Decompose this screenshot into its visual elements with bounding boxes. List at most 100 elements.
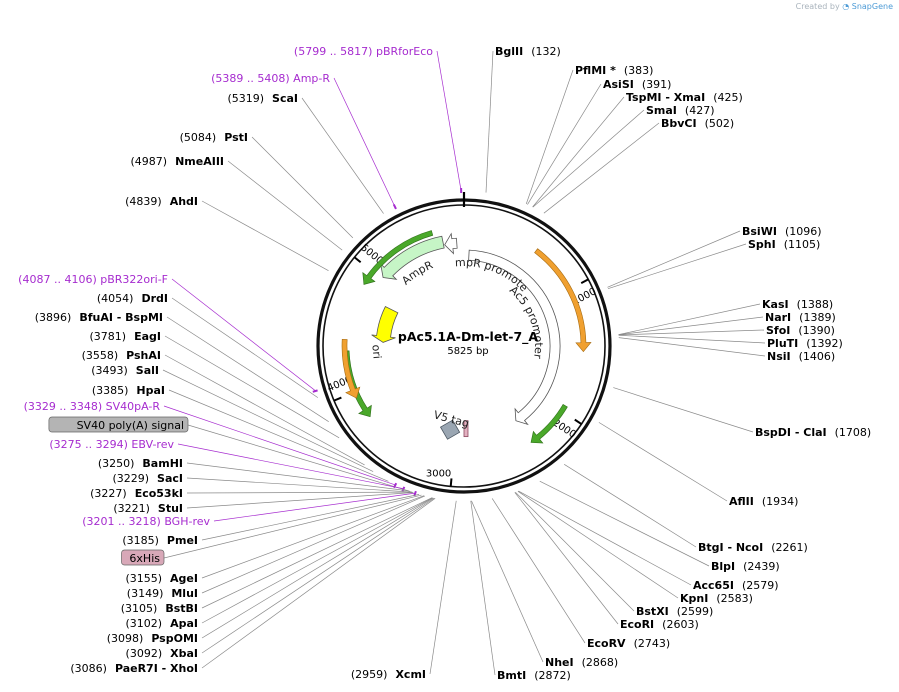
- enzyme-position: (5319): [227, 92, 264, 105]
- enzyme-label-bsiwi: BsiWI(1096): [742, 225, 822, 238]
- label-leader-line: [187, 424, 411, 492]
- enzyme-name: BtgI - NcoI: [698, 541, 763, 554]
- label-leader-line: [201, 495, 426, 594]
- enzyme-name: NarI: [765, 311, 791, 324]
- enzyme-leader-line: [518, 490, 692, 586]
- enzyme-label-xbai: (3092)XbaI: [126, 647, 198, 660]
- enzyme-label-pshai: (3558)PshAI: [82, 349, 161, 362]
- enzyme-label-bglii: BglII(132): [495, 45, 561, 58]
- primer-label-5389-5408-amp-r: (5389 .. 5408) Amp-R: [211, 72, 330, 85]
- enzyme-name: MluI: [171, 587, 198, 600]
- enzyme-position: (3221): [113, 502, 150, 515]
- enzyme-position: (3227): [90, 487, 127, 500]
- enzyme-label-ecori: EcoRI(2603): [620, 618, 699, 631]
- enzyme-label-pflmi: PflMI *(383): [575, 64, 653, 77]
- enzyme-position: (1934): [762, 495, 799, 508]
- enzyme-position: (3098): [107, 632, 144, 645]
- enzyme-label-nmeaiii: (4987) NmeAIII: [131, 155, 225, 168]
- enzyme-position: (391): [642, 78, 672, 91]
- enzyme-label-xcmi: (2959)XcmI: [351, 668, 426, 681]
- enzyme-position: (3781): [90, 330, 127, 343]
- tick-mark: [580, 278, 589, 285]
- enzyme-label-mlui: (3149)MluI: [127, 587, 198, 600]
- label-leader-line: [201, 200, 329, 272]
- enzyme-position: (3385): [92, 384, 129, 397]
- credit-brand: SnapGene: [851, 2, 893, 11]
- enzyme-label-acc65i: Acc65I(2579): [693, 579, 779, 592]
- enzyme-name: KasI: [762, 298, 789, 311]
- enzyme-position: (3092): [126, 647, 163, 660]
- enzyme-position: (2579): [742, 579, 779, 592]
- label-leader-line: [177, 443, 404, 490]
- credit-prefix: Created by: [795, 2, 840, 11]
- label-leader-line: [186, 491, 413, 494]
- enzyme-name: KpnI: [680, 592, 708, 605]
- enzyme-position: (4987): [131, 155, 168, 168]
- label-leader-line: [164, 335, 340, 439]
- enzyme-position: (3086): [70, 662, 107, 675]
- feature-ampr-arrow: [380, 235, 445, 280]
- enzyme-label-nari: NarI(1389): [765, 311, 836, 324]
- enzyme-label-drdi: (4054)DrdI: [97, 292, 168, 305]
- enzyme-name: SacI: [157, 472, 183, 485]
- enzyme-label-bamhi: (3250)BamHI: [98, 457, 183, 470]
- enzyme-name: AgeI: [170, 572, 198, 585]
- feature-label-6xhis: 6xHis: [129, 552, 160, 565]
- enzyme-label-bspdi-clai: BspDI - ClaI(1708): [755, 426, 871, 439]
- enzyme-name: StuI: [158, 502, 183, 515]
- label-leader-line: [168, 389, 389, 482]
- enzyme-name: BsiWI: [742, 225, 777, 238]
- label-leader-line: [333, 77, 396, 208]
- enzyme-label-bmti: BmtI(2872): [497, 669, 571, 682]
- primer-binding-arc: [530, 403, 568, 444]
- enzyme-label-paer7i-xhoi: (3086)PaeR7I - XhoI: [70, 662, 198, 675]
- enzyme-name: BspDI - ClaI: [755, 426, 827, 439]
- enzyme-position: (1105): [784, 238, 821, 251]
- label-leader-line: [301, 97, 384, 214]
- feature-box-6xhis: [121, 549, 165, 566]
- enzyme-label-eco53ki: (3227) Eco53kI: [90, 487, 183, 500]
- enzyme-leader-line: [607, 243, 747, 290]
- enzyme-leader-line: [618, 329, 765, 336]
- tick-mark: [574, 418, 582, 425]
- primer-label-3329-3348-sv40pa-r: (3329 .. 3348) SV40pA-R: [24, 400, 161, 413]
- tick-label: 3000: [426, 468, 451, 479]
- label-leader-line: [171, 297, 319, 398]
- enzyme-label-aflii: AflII(1934): [729, 495, 798, 508]
- enzyme-leader-line: [563, 463, 697, 548]
- enzyme-label-nsii: NsiI(1406): [767, 350, 835, 363]
- enzyme-position: (502): [705, 117, 735, 130]
- plasmid-length: 5825 bp: [447, 346, 488, 357]
- enzyme-position: (2439): [743, 560, 780, 573]
- enzyme-name: NmeAIII: [175, 155, 224, 168]
- enzyme-position: (3493): [91, 364, 128, 377]
- enzyme-name: Eco53kI: [135, 487, 183, 500]
- label-leader-line: [162, 369, 374, 472]
- label-leader-line: [201, 497, 434, 639]
- label-leader-line: [186, 462, 409, 492]
- label-leader-line: [171, 278, 316, 392]
- enzyme-position: (4839): [125, 195, 162, 208]
- feature-ampr-promoter-arrow: [444, 232, 458, 255]
- label-leader-line: [164, 354, 365, 466]
- enzyme-name: SmaI: [646, 104, 677, 117]
- enzyme-leader-line: [607, 230, 741, 288]
- enzyme-position: (3250): [98, 457, 135, 470]
- enzyme-label-kpni: KpnI(2583): [680, 592, 753, 605]
- enzyme-name: BglII: [495, 45, 523, 58]
- enzyme-name: TspMI - XmaI: [626, 91, 705, 104]
- enzyme-leader-line: [618, 316, 764, 336]
- enzyme-label-btgi-ncoi: BtgI - NcoI(2261): [698, 541, 808, 554]
- enzyme-position: (3155): [125, 572, 162, 585]
- snapgene-logo-icon: ◔: [842, 2, 850, 11]
- enzyme-name: SphI: [748, 238, 776, 251]
- enzyme-leader-line: [543, 122, 660, 214]
- enzyme-position: (1392): [806, 337, 843, 350]
- label-leader-line: [186, 492, 414, 509]
- enzyme-label-sali: (3493)SalI: [91, 364, 159, 377]
- enzyme-leader-line: [532, 109, 645, 208]
- enzyme-name: EagI: [134, 330, 161, 343]
- enzyme-leader-line: [618, 303, 761, 335]
- enzyme-position: (427): [685, 104, 715, 117]
- enzyme-name: AhdI: [170, 195, 198, 208]
